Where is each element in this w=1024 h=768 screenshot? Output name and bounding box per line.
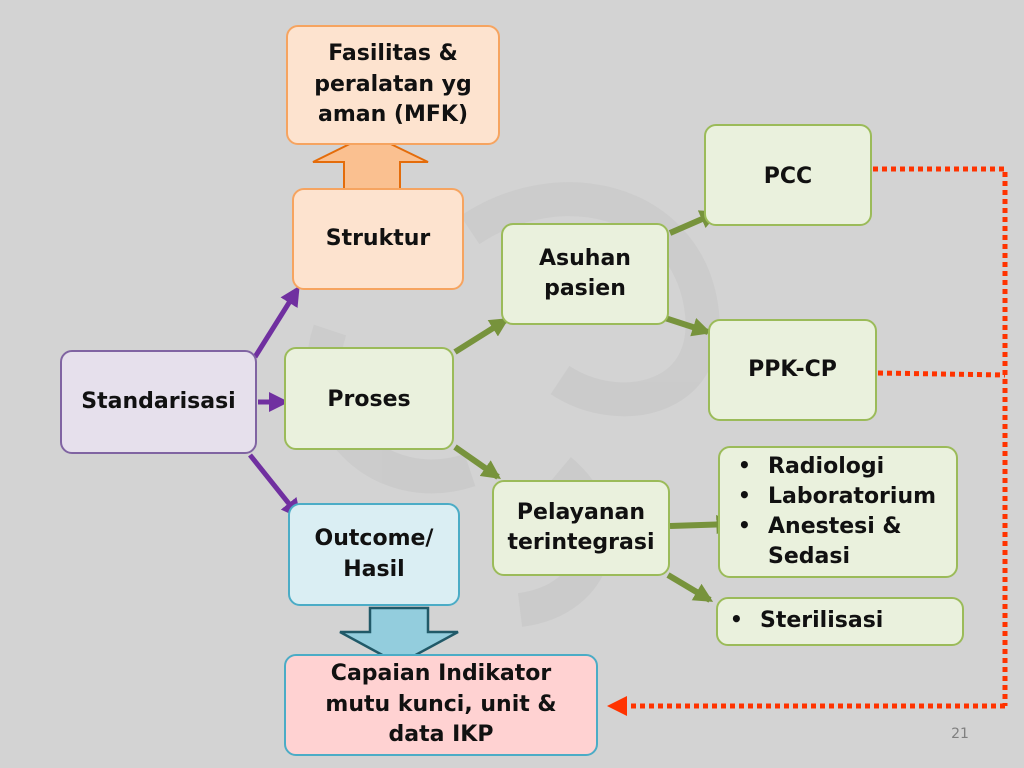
node-outcome-line-2: Hasil — [343, 556, 405, 582]
page-number: 21 — [951, 726, 969, 742]
node-struktur: Struktur — [292, 188, 464, 290]
node-pelayanan-line-2: terintegrasi — [507, 530, 655, 555]
node-capaian: Capaian Indikator mutu kunci, unit & dat… — [284, 654, 598, 756]
node-ppkcp-label: PPK-CP — [748, 357, 837, 382]
node-ppkcp: PPK-CP — [708, 319, 877, 421]
sterilisasi-bullet-list: Sterilisasi — [718, 606, 883, 636]
penunjang-bullet-list: Radiologi Laboratorium Anestesi & Sedasi — [720, 452, 936, 572]
node-asuhan-line-2: pasien — [544, 276, 626, 301]
node-pelayanan: Pelayanan terintegrasi — [492, 480, 670, 576]
node-fasilitas: Fasilitas & peralatan yg aman (MFK) — [286, 25, 500, 145]
dotted-line-ppkcp — [877, 370, 1006, 378]
list-item: Laboratorium — [734, 482, 936, 512]
list-item: Radiologi — [734, 452, 936, 482]
arrow-proses-asuhan — [453, 317, 510, 355]
node-outcome: Outcome/ Hasil — [288, 503, 460, 606]
arrow-proses-pelayanan — [453, 444, 501, 480]
node-outcome-line-1: Outcome/ — [314, 526, 434, 552]
arrow-asuhan-ppkcp — [664, 315, 712, 337]
node-proses: Proses — [284, 347, 454, 450]
node-fasilitas-line-1: Fasilitas & — [328, 41, 458, 67]
list-item-continuation-text: Sedasi — [768, 543, 850, 569]
node-pcc-label: PCC — [763, 164, 813, 189]
node-capaian-line-3: data IKP — [388, 722, 494, 748]
node-asuhan: Asuhan pasien — [501, 223, 669, 325]
block-arrow-up — [312, 132, 429, 191]
node-capaian-line-1: Capaian Indikator — [330, 661, 552, 687]
node-fasilitas-line-2: peralatan yg — [314, 71, 472, 97]
node-sterilisasi: Sterilisasi — [716, 597, 964, 646]
node-standarisasi-label: Standarisasi — [81, 388, 236, 414]
block-arrow-down — [339, 606, 459, 666]
list-item-continuation: Sedasi — [734, 542, 936, 572]
node-asuhan-line-1: Asuhan — [539, 245, 631, 271]
node-capaian-line-2: mutu kunci, unit & — [325, 691, 557, 717]
node-struktur-label: Struktur — [325, 226, 431, 251]
node-standarisasi: Standarisasi — [60, 350, 257, 454]
arrow-standarisasi-outcome — [248, 453, 302, 519]
node-penunjang-list: Radiologi Laboratorium Anestesi & Sedasi — [718, 446, 958, 578]
node-pcc: PCC — [704, 124, 872, 226]
list-item: Sterilisasi — [726, 606, 883, 636]
list-item: Anestesi & — [734, 512, 936, 542]
node-proses-label: Proses — [327, 387, 411, 412]
node-fasilitas-line-3: aman (MFK) — [317, 102, 468, 128]
arrow-pelayanan-sterilisasi — [666, 572, 714, 603]
arrow-standarisasi-struktur — [252, 285, 300, 359]
dotted-line-pcc — [873, 166, 1008, 706]
node-pelayanan-line-1: Pelayanan — [516, 499, 646, 525]
